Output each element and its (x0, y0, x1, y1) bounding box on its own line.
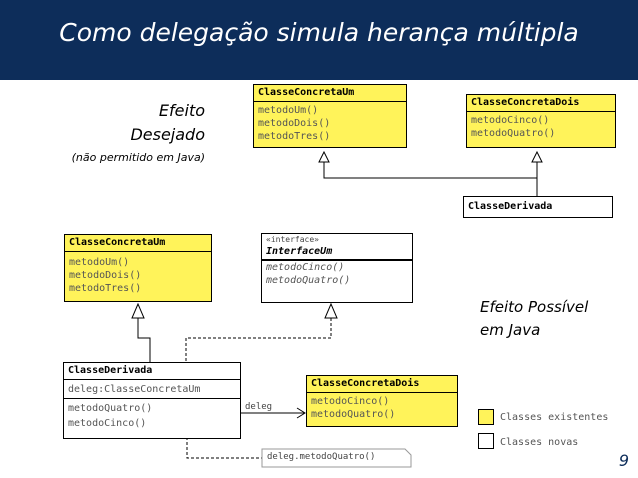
method: metodoQuatro() (68, 403, 153, 414)
method: metodoUm() (69, 257, 130, 268)
method: metodoQuatro() (471, 128, 556, 139)
top-classe-concreta-dois: ClasseConcretaDois metodoCinco() metodoQ… (466, 94, 616, 148)
note-efeito: Efeito (158, 101, 205, 120)
top-classe-concreta-um: ClasseConcretaUm metodoUm() metodoDois()… (253, 84, 407, 148)
note-shape (261, 448, 412, 468)
method: metodoDois() (258, 118, 331, 129)
interface-name: InterfaceUm (262, 245, 412, 261)
stereotype: «interface» (266, 235, 319, 244)
legend-existing-label: Classes existentes (500, 412, 609, 423)
note-em-java: em Java (480, 321, 541, 339)
top-triangle-dois (531, 150, 543, 163)
method: metodoCinco() (266, 262, 345, 273)
bottom-interface-um: «interface» InterfaceUm metodoCinco() me… (261, 233, 413, 303)
title-bar (0, 0, 638, 80)
class-name: ClasseDerivada (468, 201, 553, 212)
note-code: deleg.metodoQuatro() (267, 452, 376, 462)
deleg-arrowhead (296, 407, 306, 419)
method: metodoCinco() (68, 418, 147, 429)
bottom-triangle-um (131, 302, 145, 319)
method: metodoDois() (69, 270, 142, 281)
class-name: ClasseDerivada (64, 363, 240, 380)
class-name: ClasseConcretaUm (254, 85, 406, 102)
bottom-realize-line (185, 318, 332, 362)
bottom-triangle-iface (324, 302, 338, 319)
top-triangle-um (318, 150, 330, 163)
class-name: ClasseConcretaDois (307, 376, 457, 393)
bottom-classe-concreta-dois: ClasseConcretaDois metodoCinco() metodoQ… (306, 375, 458, 427)
method: metodoCinco() (471, 115, 550, 126)
method: metodoCinco() (311, 396, 390, 407)
deleg-label: deleg (245, 402, 273, 412)
method: metodoTres() (258, 131, 331, 142)
bottom-classe-concreta-um: ClasseConcretaUm metodoUm() metodoDois()… (64, 234, 212, 302)
class-name: ClasseConcretaDois (467, 95, 615, 112)
attribute: deleg:ClasseConcretaUm (64, 380, 240, 399)
top-classe-derivada: ClasseDerivada (463, 196, 613, 218)
top-inherit-line-um (323, 162, 537, 179)
method: metodoTres() (69, 283, 142, 294)
page-number: 9 (618, 451, 629, 470)
method: metodoUm() (258, 105, 319, 116)
slide-title: Como delegação simula herança múltipla (59, 18, 579, 47)
legend-new-swatch (478, 433, 494, 449)
note-desejado: Desejado (130, 125, 205, 144)
bottom-classe-derivada: ClasseDerivada deleg:ClasseConcretaUm me… (63, 362, 241, 439)
note-nao-permitido: (não permitido em Java) (71, 151, 205, 164)
class-name: ClasseConcretaUm (65, 235, 211, 252)
legend-existing-swatch (478, 409, 494, 425)
legend-new-label: Classes novas (500, 437, 579, 448)
bottom-inherit-line (137, 318, 151, 362)
method: metodoQuatro() (311, 409, 396, 420)
method: metodoQuatro() (266, 275, 351, 286)
note-efeito-possivel: Efeito Possível (480, 298, 589, 316)
